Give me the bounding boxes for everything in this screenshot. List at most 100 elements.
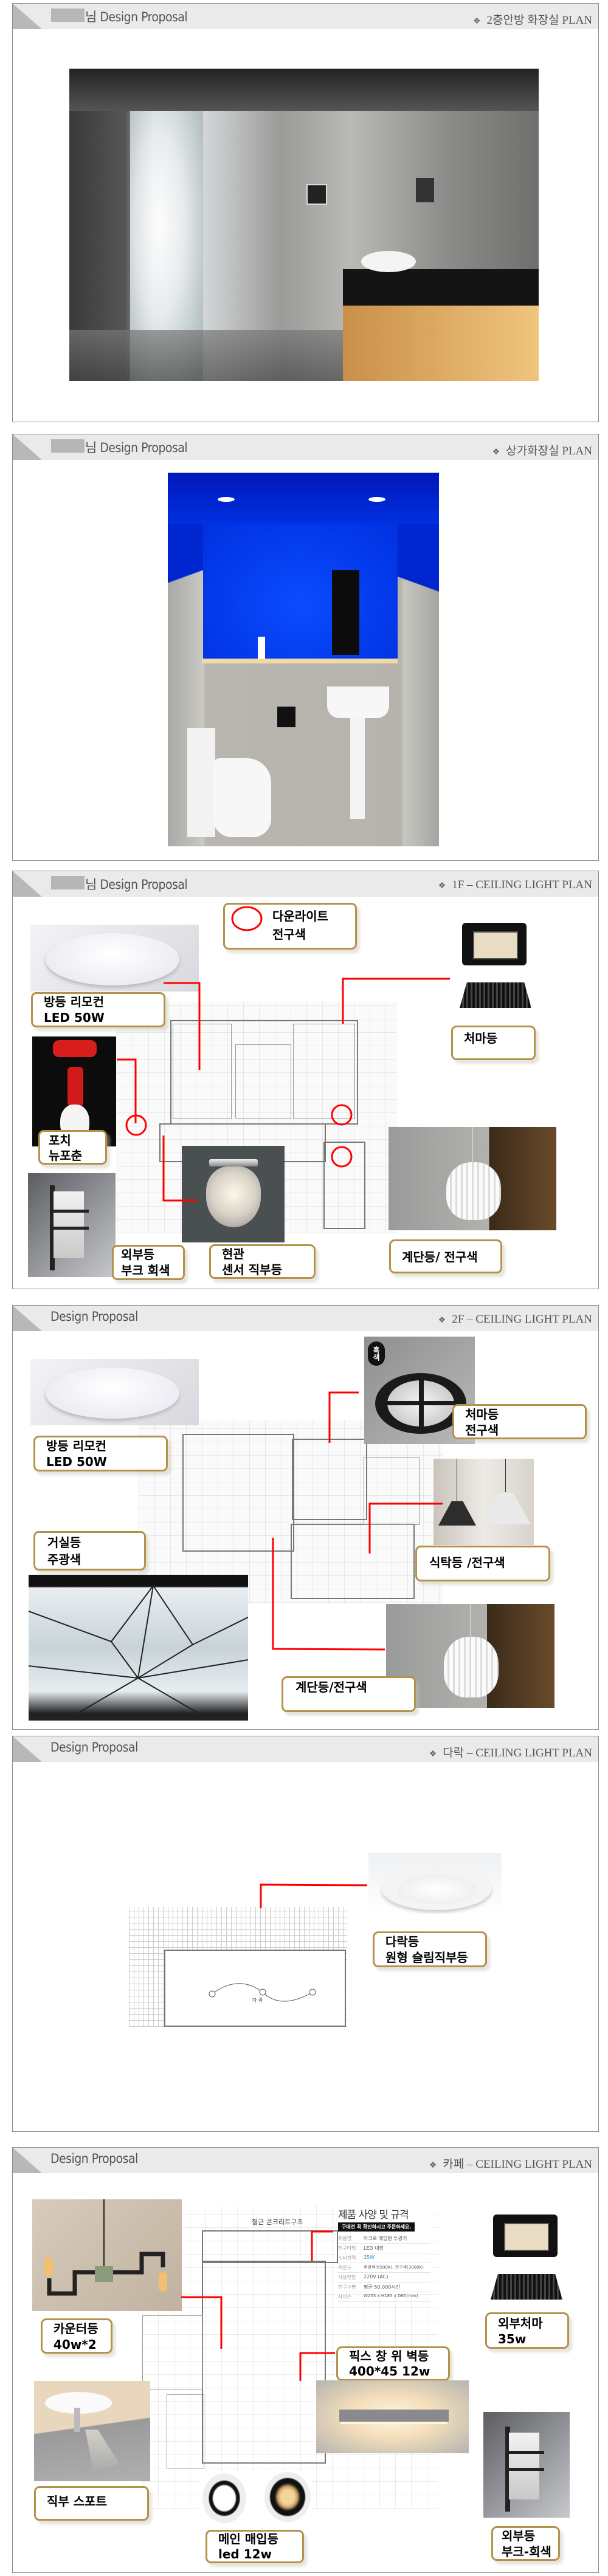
label-line2: 원형 슬림직부등: [385, 1950, 468, 1965]
label-main-downlight: 메인 매입등 led 12w: [206, 2530, 304, 2563]
legend-line2: 전구색: [272, 927, 306, 942]
redacted-client-name: [51, 439, 85, 453]
label-living-room-light: 거실등 주광색: [33, 1531, 146, 1571]
plan-title-text: 2층안방 화장실 PLAN: [486, 14, 593, 27]
spec-row: 사이즈 W255 x H185 x D65(mm): [338, 2292, 430, 2302]
legend-downlight: 다운라이트 전구색: [223, 903, 357, 950]
panel-header: 님 Design Proposal ❖1F – CEILING LIGHT PL…: [13, 871, 598, 897]
spec-key: 사용전압: [338, 2275, 356, 2280]
attic-floor-plan: 다 락: [129, 1907, 347, 2027]
spec-row: 사용전압 220V (AC): [338, 2273, 430, 2283]
spec-value: LED 내장: [364, 2245, 384, 2251]
spec-value: 평균 50,000시간: [364, 2284, 400, 2290]
recessed-downlight-image: [199, 2471, 312, 2527]
label-line2: led 12w: [218, 2547, 272, 2561]
label-entrance-sensor-light: 현관 센서 직부등: [209, 1244, 316, 1279]
label-line1: 계단등/전구색: [295, 1680, 367, 1694]
plan-title: ❖다락 – CEILING LIGHT PLAN: [429, 1744, 592, 1760]
label-eaves-light: 처마등: [451, 1026, 536, 1060]
diamond-bullet-icon: ❖: [438, 882, 446, 891]
spec-key: 소비전력: [338, 2255, 356, 2261]
label-line1: 거실등: [47, 1535, 81, 1550]
panel-header: 님 Design Proposal ❖상가화장실 PLAN: [13, 434, 598, 460]
spec-row: 색온도 주광색(6500K), 전구색(3000K): [338, 2263, 430, 2273]
redacted-client-name: [51, 876, 85, 889]
spec-notice: 구매전 꼭 확인하시고 주문하세요.: [338, 2222, 415, 2232]
panel-header: Design Proposal ❖카페 – CEILING LIGHT PLAN: [13, 2148, 598, 2173]
spec-value: W255 x H185 x D65(mm): [364, 2293, 418, 2298]
panel-attic-ceiling-light-plan: Design Proposal ❖다락 – CEILING LIGHT PLAN: [12, 1736, 599, 2132]
plan-title-text: 다락 – CEILING LIGHT PLAN: [443, 1747, 592, 1759]
spec-key: 색온도: [338, 2265, 352, 2270]
diamond-bullet-icon: ❖: [472, 17, 481, 26]
diamond-bullet-icon: ❖: [438, 1316, 446, 1325]
header-corner-decoration: [13, 434, 42, 460]
label-line1: 처마등: [464, 1031, 498, 1046]
label-exterior-light: 외부등 부크-회색: [491, 2526, 560, 2561]
spec-key: 전구타입: [338, 2245, 356, 2251]
spec-value: 220V (AC): [364, 2274, 389, 2280]
panel-header: 님 Design Proposal ❖2층안방 화장실 PLAN: [13, 4, 598, 29]
diamond-bullet-icon: ❖: [429, 2161, 437, 2170]
spec-row: 전구타입 LED 내장: [338, 2244, 430, 2253]
counter-pendant-image: [32, 2199, 182, 2311]
slim-ceiling-light-image: [368, 1853, 502, 1914]
label-counter-light: 카운터등 40w*2: [41, 2318, 112, 2354]
label-eaves-light: 처마등 전구색: [452, 1404, 587, 1439]
label-line1: 직부 스포트: [47, 2494, 107, 2509]
label-line1: 카운터등: [54, 2321, 98, 2336]
plan-structure-label: 철근 콘크리트구조: [252, 2218, 303, 2226]
header-corner-decoration: [13, 2148, 42, 2173]
label-line1: 포치: [49, 1133, 71, 1148]
label-line2: 전구색: [465, 1423, 499, 1437]
label-porch: 포치 뉴포춘: [38, 1130, 107, 1165]
label-room-light: 방등 리모컨 LED 50W: [31, 992, 165, 1027]
header-corner-decoration: [13, 1736, 42, 1762]
label-line1: 방등 리모컨: [44, 995, 104, 1009]
spec-key: 사이즈: [338, 2294, 352, 2300]
dining-pendant-image: [434, 1459, 534, 1545]
flood-light-image: [456, 914, 542, 1015]
panel-header: Design Proposal ❖2F – CEILING LIGHT PLAN: [13, 1306, 598, 1331]
label-line2: 부크-회색: [502, 2544, 551, 2559]
label-exterior-eaves-light: 외부처마 35w: [485, 2312, 569, 2349]
label-line1: 방등 리모컨: [46, 1439, 106, 1453]
header-title: Design Proposal: [50, 2151, 138, 2166]
spec-value: 주광색(6500K), 전구색(3000K): [364, 2265, 424, 2270]
header-corner-decoration: [13, 4, 42, 29]
label-line1: 외부처마: [498, 2316, 543, 2331]
label-line2: 40w*2: [54, 2337, 97, 2352]
plan-title: ❖상가화장실 PLAN: [492, 442, 592, 458]
spec-key: 제품명: [338, 2236, 352, 2241]
flood-light-image: [487, 2206, 573, 2307]
plan-title: ❖2F – CEILING LIGHT PLAN: [438, 1313, 592, 1326]
label-dining-light: 식탁등 /전구색: [415, 1546, 550, 1581]
label-line2: 주광색: [47, 1552, 81, 1567]
header-corner-decoration: [13, 1306, 42, 1331]
label-line2: 센서 직부등: [222, 1262, 282, 1277]
label-line2: 뉴포춘: [49, 1148, 83, 1163]
panel-header: Design Proposal ❖다락 – CEILING LIGHT PLAN: [13, 1736, 598, 1762]
spec-title: 제품 사양 및 규격: [338, 2209, 409, 2221]
plan-room-label: 다 락: [252, 1998, 263, 2003]
living-room-ceiling-panel-image: [29, 1575, 248, 1721]
porch-light-image: [32, 1036, 116, 1146]
label-line2: LED 50W: [44, 1010, 105, 1025]
spot-light-image: [34, 2381, 150, 2481]
label-line2: 400*45 12w: [349, 2364, 430, 2379]
ceiling-light-image: [30, 925, 199, 992]
label-line1: 식탁등 /전구색: [429, 1555, 505, 1570]
label-line1: 픽스 창 위 벽등: [349, 2349, 429, 2363]
label-line1: 계단등/ 전구색: [402, 1250, 478, 1264]
restroom-render-image: [168, 473, 439, 846]
label-line1: 외부등: [502, 2529, 536, 2543]
redacted-client-name: [51, 9, 85, 22]
chandelier-image: [182, 1146, 285, 1242]
label-stair-light: 계단등/ 전구색: [389, 1239, 502, 1273]
header-title: 님 Design Proposal: [85, 440, 188, 455]
label-exterior-light: 외부등 부크 회색: [112, 1245, 185, 1280]
